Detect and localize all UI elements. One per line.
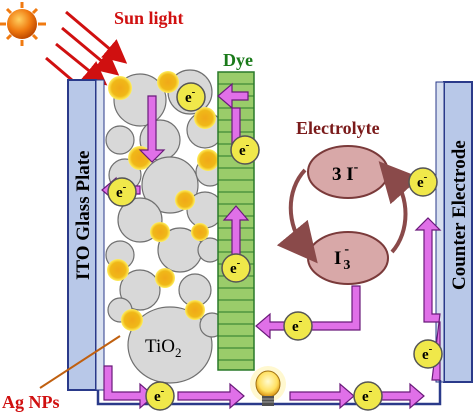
redox-cycle-arrows	[276, 161, 421, 264]
electron-icon: e-	[283, 311, 313, 341]
electron-icon: e-	[221, 253, 251, 283]
electron-icon: e-	[176, 82, 206, 112]
ito-glass-plate: ITO Glass Plate	[67, 79, 105, 391]
ion-3i-label: 3 I-	[332, 160, 359, 185]
counter-electrode: Counter Electrode	[435, 81, 473, 383]
ag-pointer-line	[39, 335, 121, 389]
light-bulb-icon	[250, 366, 286, 406]
ion-3i: 3 I-	[307, 145, 389, 199]
electron-icon: e-	[145, 381, 175, 411]
counter-electrode-label: Counter Electrode	[449, 140, 470, 290]
svg-text:e-: e-	[230, 257, 241, 277]
ito-label: ITO Glass Plate	[73, 151, 94, 281]
dye-label: Dye	[223, 50, 253, 70]
svg-text:e-: e-	[185, 86, 196, 106]
electron-icon: e-	[408, 167, 438, 197]
svg-text:e-: e-	[417, 171, 428, 191]
electrolyte-label: Electrolyte	[296, 118, 380, 138]
svg-text:e-: e-	[239, 139, 250, 159]
electron-icon: e-	[107, 177, 137, 207]
electron-icon: e-	[230, 135, 260, 165]
svg-text:e-: e-	[292, 315, 303, 335]
electron-icon: e-	[413, 339, 443, 369]
svg-text:e-: e-	[116, 181, 127, 201]
ag-nps-label: Ag NPs	[2, 392, 60, 412]
svg-text:e-: e-	[154, 385, 165, 405]
electron-markers: e- e- e- e- e- e- e- e-	[107, 82, 443, 411]
electron-icon: e-	[353, 381, 383, 411]
sun-icon	[0, 2, 46, 46]
svg-text:e-: e-	[362, 385, 373, 405]
svg-text:e-: e-	[422, 343, 433, 363]
tio2-label: TiO2	[145, 336, 181, 360]
sunlight-label: Sun light	[114, 8, 184, 28]
